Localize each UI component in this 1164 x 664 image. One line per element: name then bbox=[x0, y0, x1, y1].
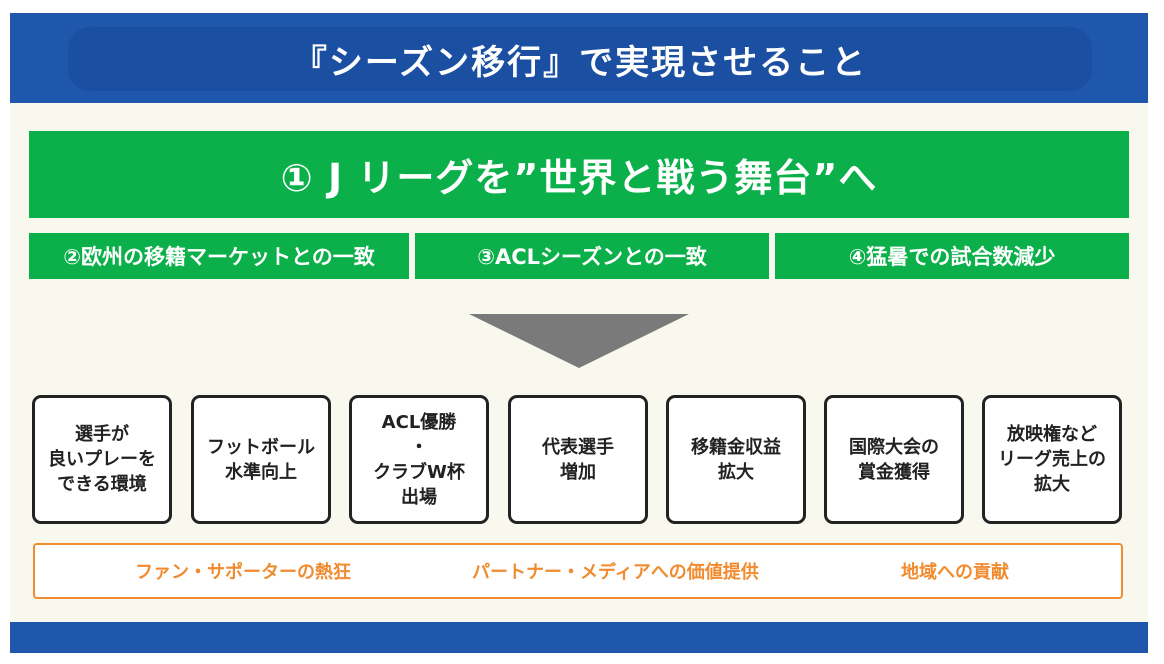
outcome-box-broadcast-revenue: 放映権など リーグ売上の 拡大 bbox=[982, 395, 1122, 524]
benefit-fans: ファン・サポーターの熱狂 bbox=[135, 562, 351, 583]
benefit-community: 地域への貢献 bbox=[901, 562, 1009, 583]
outcome-text: 代表選手 増加 bbox=[542, 436, 614, 483]
footer-band bbox=[10, 622, 1148, 653]
outcome-box-national-players: 代表選手 増加 bbox=[508, 395, 648, 524]
outcome-box-prize-money: 国際大会の 賞金獲得 bbox=[824, 395, 964, 524]
header-band: 『シーズン移行』で実現させること bbox=[10, 13, 1148, 103]
outcome-text: フットボール 水準向上 bbox=[207, 436, 315, 483]
outcome-box-transfer-revenue: 移籍金収益 拡大 bbox=[666, 395, 806, 524]
sub-goal-2: ②欧州の移籍マーケットとの一致 bbox=[29, 233, 409, 279]
outcome-text: 移籍金収益 拡大 bbox=[691, 436, 781, 483]
outcome-text: 国際大会の 賞金獲得 bbox=[849, 436, 939, 483]
sub-goal-3: ③ACLシーズンとの一致 bbox=[415, 233, 769, 279]
sub-goal-text: ②欧州の移籍マーケットとの一致 bbox=[63, 245, 375, 269]
slide: 『シーズン移行』で実現させること ① J リーグを”世界と戦う舞台”へ ②欧州の… bbox=[10, 13, 1148, 653]
sub-goal-text: ④猛暑での試合数減少 bbox=[848, 245, 1056, 269]
down-arrow-icon bbox=[469, 314, 689, 368]
outcome-box-acl-club-world-cup: ACL優勝 ・ クラブW杯 出場 bbox=[349, 395, 489, 524]
outcome-text: 選手が 良いプレーを できる環境 bbox=[48, 424, 156, 495]
title-bar: 『シーズン移行』で実現させること bbox=[68, 27, 1092, 91]
main-goal-banner: ① J リーグを”世界と戦う舞台”へ bbox=[29, 131, 1129, 218]
outcome-text: ACL優勝 ・ クラブW杯 出場 bbox=[373, 411, 465, 508]
outcome-box-football-level: フットボール 水準向上 bbox=[191, 395, 331, 524]
benefits-box: ファン・サポーターの熱狂 パートナー・メディアへの価値提供 地域への貢献 bbox=[33, 543, 1123, 599]
main-goal-text: ① J リーグを”世界と戦う舞台”へ bbox=[280, 156, 878, 200]
outcome-text: 放映権など リーグ売上の 拡大 bbox=[998, 424, 1106, 495]
benefit-partners-media: パートナー・メディアへの価値提供 bbox=[472, 562, 759, 583]
sub-goal-text: ③ACLシーズンとの一致 bbox=[477, 245, 707, 269]
slide-title: 『シーズン移行』で実現させること bbox=[292, 42, 868, 83]
outcome-box-player-environment: 選手が 良いプレーを できる環境 bbox=[32, 395, 172, 524]
sub-goal-4: ④猛暑での試合数減少 bbox=[775, 233, 1129, 279]
